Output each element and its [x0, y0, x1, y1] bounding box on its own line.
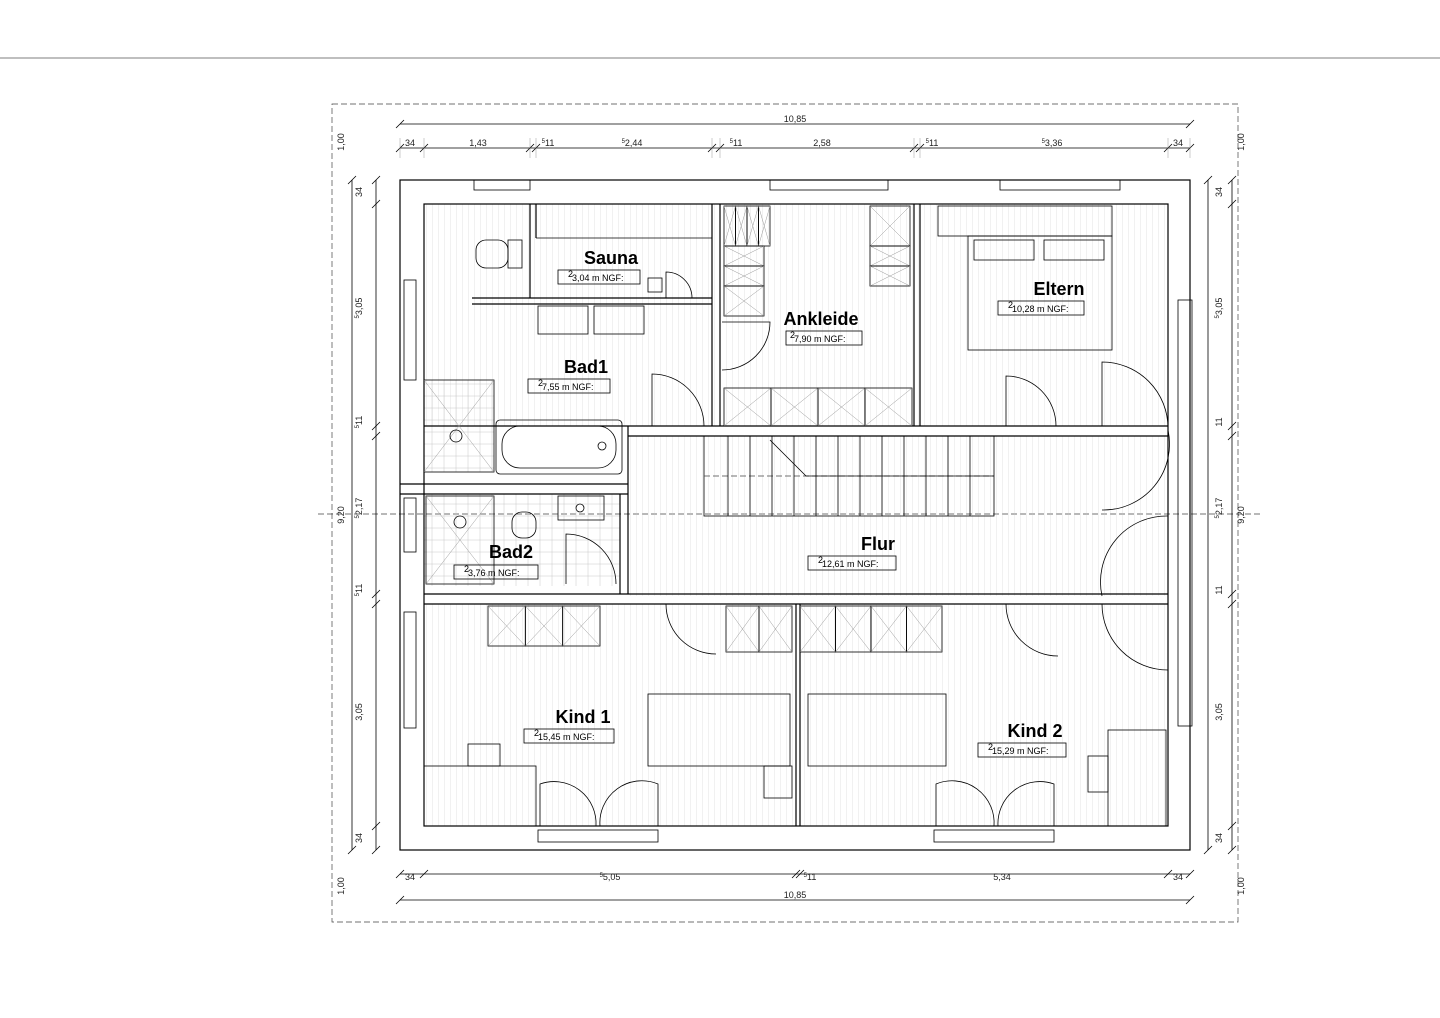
- dim-top-offset-right: 1,00: [1236, 133, 1246, 151]
- dimTextBottom-label-1: 55,05: [600, 872, 621, 882]
- room-name-kind2: Kind 2: [1007, 721, 1062, 741]
- room-area-ankleide: 7,90 m NGF:: [794, 334, 846, 344]
- dimTextRight-label-5: 3,05: [1214, 703, 1224, 721]
- dim-left-total: 9,20: [336, 506, 346, 524]
- dimTextRight-label-4: 11: [1214, 585, 1224, 594]
- room-area-eltern: 10,28 m NGF:: [1012, 304, 1069, 314]
- room-area-kind1: 15,45 m NGF:: [538, 732, 595, 742]
- room-name-bad2: Bad2: [489, 542, 533, 562]
- dimTextTop-label-3: 52,44: [622, 138, 643, 148]
- room-name-flur: Flur: [861, 534, 895, 554]
- dimTextTop-label-0: 34: [405, 138, 415, 148]
- dimension-lines: [351, 123, 1233, 901]
- dimTextTop-label-2: 511: [542, 138, 555, 148]
- dim-bottom-chain: 34 55,05 511 5,34 34: [405, 872, 1183, 882]
- dimTextLeft-label-1: 53,05: [354, 298, 364, 319]
- dimTextTop-label-6: 511: [926, 138, 939, 148]
- room-name-eltern: Eltern: [1033, 279, 1084, 299]
- dimTextTop-label-8: 34: [1173, 138, 1183, 148]
- dimTextBottom-label-0: 34: [405, 872, 415, 882]
- dim-top-offset-left: 1,00: [336, 133, 346, 151]
- dimTextBottom-label-3: 5,34: [993, 872, 1011, 882]
- floor-hatching: [424, 204, 1168, 826]
- svg-text:2: 2: [568, 269, 573, 279]
- dimTextTop-label-4: 511: [730, 138, 743, 148]
- svg-text:2: 2: [534, 728, 539, 738]
- doors: [539, 271, 1170, 827]
- room-area-kind2: 15,29 m NGF:: [992, 746, 1049, 756]
- dimTextTop-label-7: 53,36: [1042, 138, 1063, 148]
- svg-text:2: 2: [464, 564, 469, 574]
- svg-text:2: 2: [1008, 300, 1013, 310]
- windows: [403, 179, 1193, 843]
- dimTextLeft-label-3: 52,17: [354, 498, 364, 519]
- room-name-sauna: Sauna: [584, 248, 639, 268]
- dimTextBottom-label-2: 511: [804, 872, 817, 882]
- dim-bottom-total: 10,85: [784, 890, 807, 900]
- dim-bottom-offset-left: 1,00: [336, 877, 346, 895]
- dim-right-chain: 34 53,05 11 52,17 11 3,05 34: [1214, 187, 1224, 843]
- room-area-bad2: 3,76 m NGF:: [468, 568, 520, 578]
- room-name-kind1: Kind 1: [555, 707, 610, 727]
- svg-text:2: 2: [818, 555, 823, 565]
- room-area-sauna: 3,04 m NGF:: [572, 273, 624, 283]
- dimTextBottom-label-4: 34: [1173, 872, 1183, 882]
- room-name-ankleide: Ankleide: [783, 309, 858, 329]
- dimTextRight-label-2: 11: [1214, 417, 1224, 426]
- svg-text:2: 2: [790, 330, 795, 340]
- wardrobes: [487, 205, 943, 653]
- dimTextLeft-label-5: 3,05: [354, 703, 364, 721]
- dimTextTop-label-5: 2,58: [813, 138, 831, 148]
- dim-right-total: 9,20: [1236, 506, 1246, 524]
- dimTextRight-label-3: 52,17: [1214, 498, 1224, 519]
- fixtures: [423, 205, 1167, 827]
- plot-frame: [331, 103, 1239, 923]
- dim-top-chain: 34 1,43 511 52,44 511 2,58 511 53,36 34: [405, 138, 1183, 148]
- dim-top-total: 10,85: [784, 114, 807, 124]
- svg-text:2: 2: [538, 378, 543, 388]
- dimTextLeft-label-0: 34: [354, 187, 364, 197]
- dim-bottom-offset-right: 1,00: [1236, 877, 1246, 895]
- dimTextRight-label-6: 34: [1214, 833, 1224, 843]
- room-labels: Sauna 3,04 m NGF: 2 Ankleide 7,90 m NGF:…: [453, 248, 1085, 758]
- svg-text:2: 2: [988, 742, 993, 752]
- dimTextTop-label-1: 1,43: [469, 138, 487, 148]
- dimTextLeft-label-2: 511: [354, 416, 364, 429]
- dimTextLeft-label-4: 511: [354, 584, 364, 597]
- room-area-bad1: 7,55 m NGF:: [542, 382, 594, 392]
- room-area-flur: 12,61 m NGF:: [822, 559, 879, 569]
- dim-left-chain: 34 53,05 511 52,17 511 3,05 34: [354, 187, 364, 843]
- dimTextRight-label-1: 53,05: [1214, 298, 1224, 319]
- dimTextRight-label-0: 34: [1214, 187, 1224, 197]
- dimension-ticks: [347, 119, 1237, 905]
- staircase: [703, 435, 995, 517]
- room-name-bad1: Bad1: [564, 357, 608, 377]
- dimTextLeft-label-6: 34: [354, 833, 364, 843]
